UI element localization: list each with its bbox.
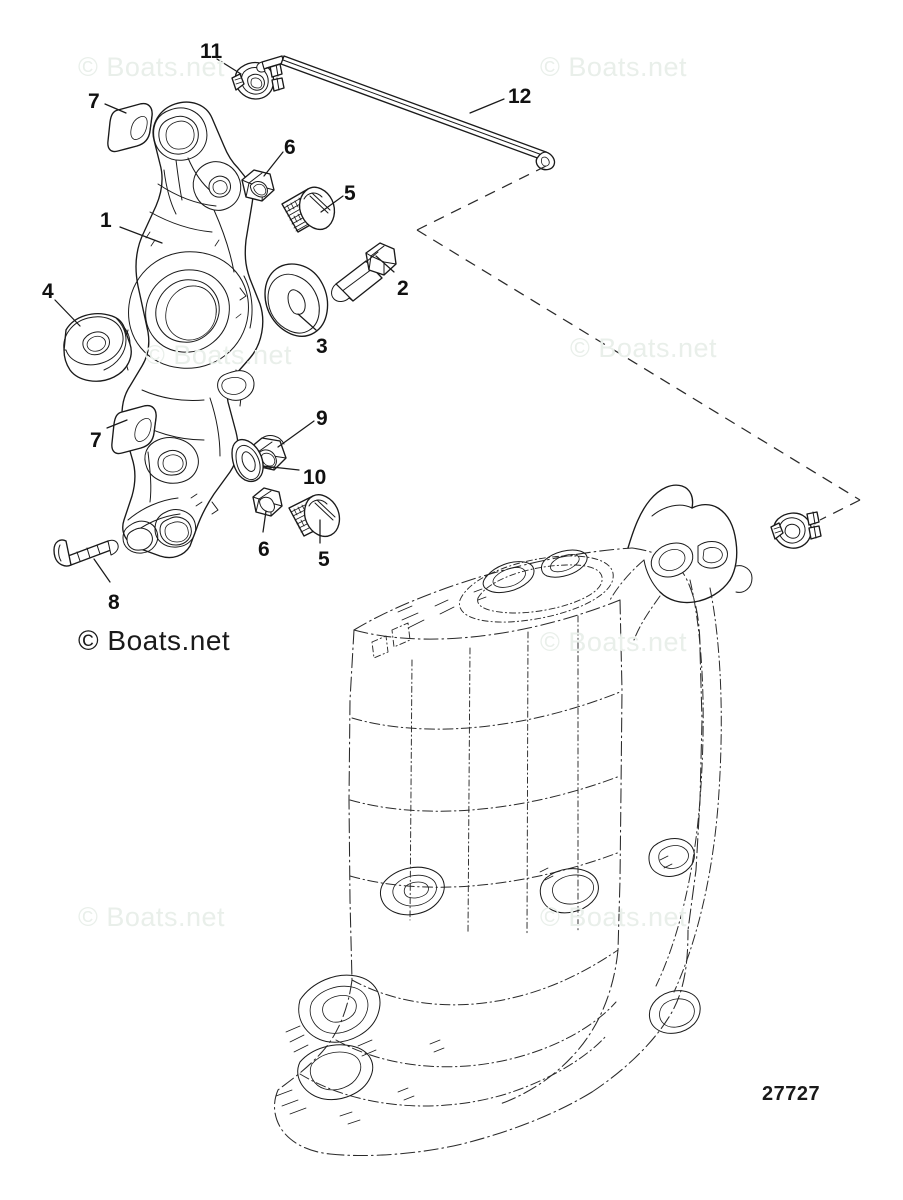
part-5a-threaded-slotted-screw bbox=[281, 186, 336, 233]
watermark-primary: © Boats.net bbox=[78, 625, 231, 656]
callout-label-11: 11 bbox=[200, 40, 223, 63]
callout-label-7a: 7 bbox=[88, 90, 100, 113]
part-1-steering-lever-bracket bbox=[121, 101, 264, 559]
watermark: © Boats.net bbox=[78, 902, 225, 932]
part-12-steering-link-rod bbox=[256, 55, 556, 171]
callout-label-12: 12 bbox=[508, 85, 532, 108]
callout-label-8: 8 bbox=[108, 591, 120, 614]
part-7a-sleeve-bushing bbox=[107, 102, 153, 153]
part-5b-threaded-slotted-screw bbox=[288, 494, 341, 538]
callout-label-6b: 6 bbox=[258, 538, 270, 561]
callout-label-10: 10 bbox=[303, 466, 327, 489]
part-3-large-flat-washer bbox=[264, 263, 329, 337]
callout-label-2: 2 bbox=[397, 277, 409, 300]
part-6b-hex-nut bbox=[252, 487, 283, 517]
part-7b-sleeve-bushing bbox=[111, 404, 157, 455]
sheet-number: 27727 bbox=[762, 1083, 821, 1105]
watermark: © Boats.net bbox=[78, 52, 225, 82]
watermark: © Boats.net bbox=[540, 627, 687, 657]
watermark: © Boats.net bbox=[540, 52, 687, 82]
assembly-phantom-path bbox=[416, 165, 861, 521]
callout-leader-lines bbox=[54, 58, 505, 583]
part-10-flat-washer bbox=[231, 438, 264, 483]
part-11b-ball-socket-clip-connector bbox=[770, 511, 822, 549]
part-2-hex-head-bolt bbox=[331, 242, 397, 302]
callout-label-9: 9 bbox=[316, 407, 328, 430]
watermark: © Boats.net bbox=[540, 902, 687, 932]
callout-label-7b: 7 bbox=[90, 429, 102, 452]
part-6a-hex-nut bbox=[241, 169, 275, 202]
phantom-transom-housing bbox=[273, 484, 753, 1157]
callout-label-5b: 5 bbox=[318, 548, 330, 571]
callout-label-5a: 5 bbox=[344, 182, 356, 205]
callout-label-1: 1 bbox=[100, 209, 112, 232]
watermark: © Boats.net bbox=[570, 333, 717, 363]
part-8-grooved-clevis-pin bbox=[53, 539, 119, 567]
part-4-rubber-bushing-grommet bbox=[63, 313, 132, 382]
watermark: © Boats.net bbox=[145, 340, 292, 370]
callout-label-3: 3 bbox=[316, 335, 328, 358]
callout-label-4: 4 bbox=[42, 280, 54, 303]
callout-label-6a: 6 bbox=[284, 136, 296, 159]
